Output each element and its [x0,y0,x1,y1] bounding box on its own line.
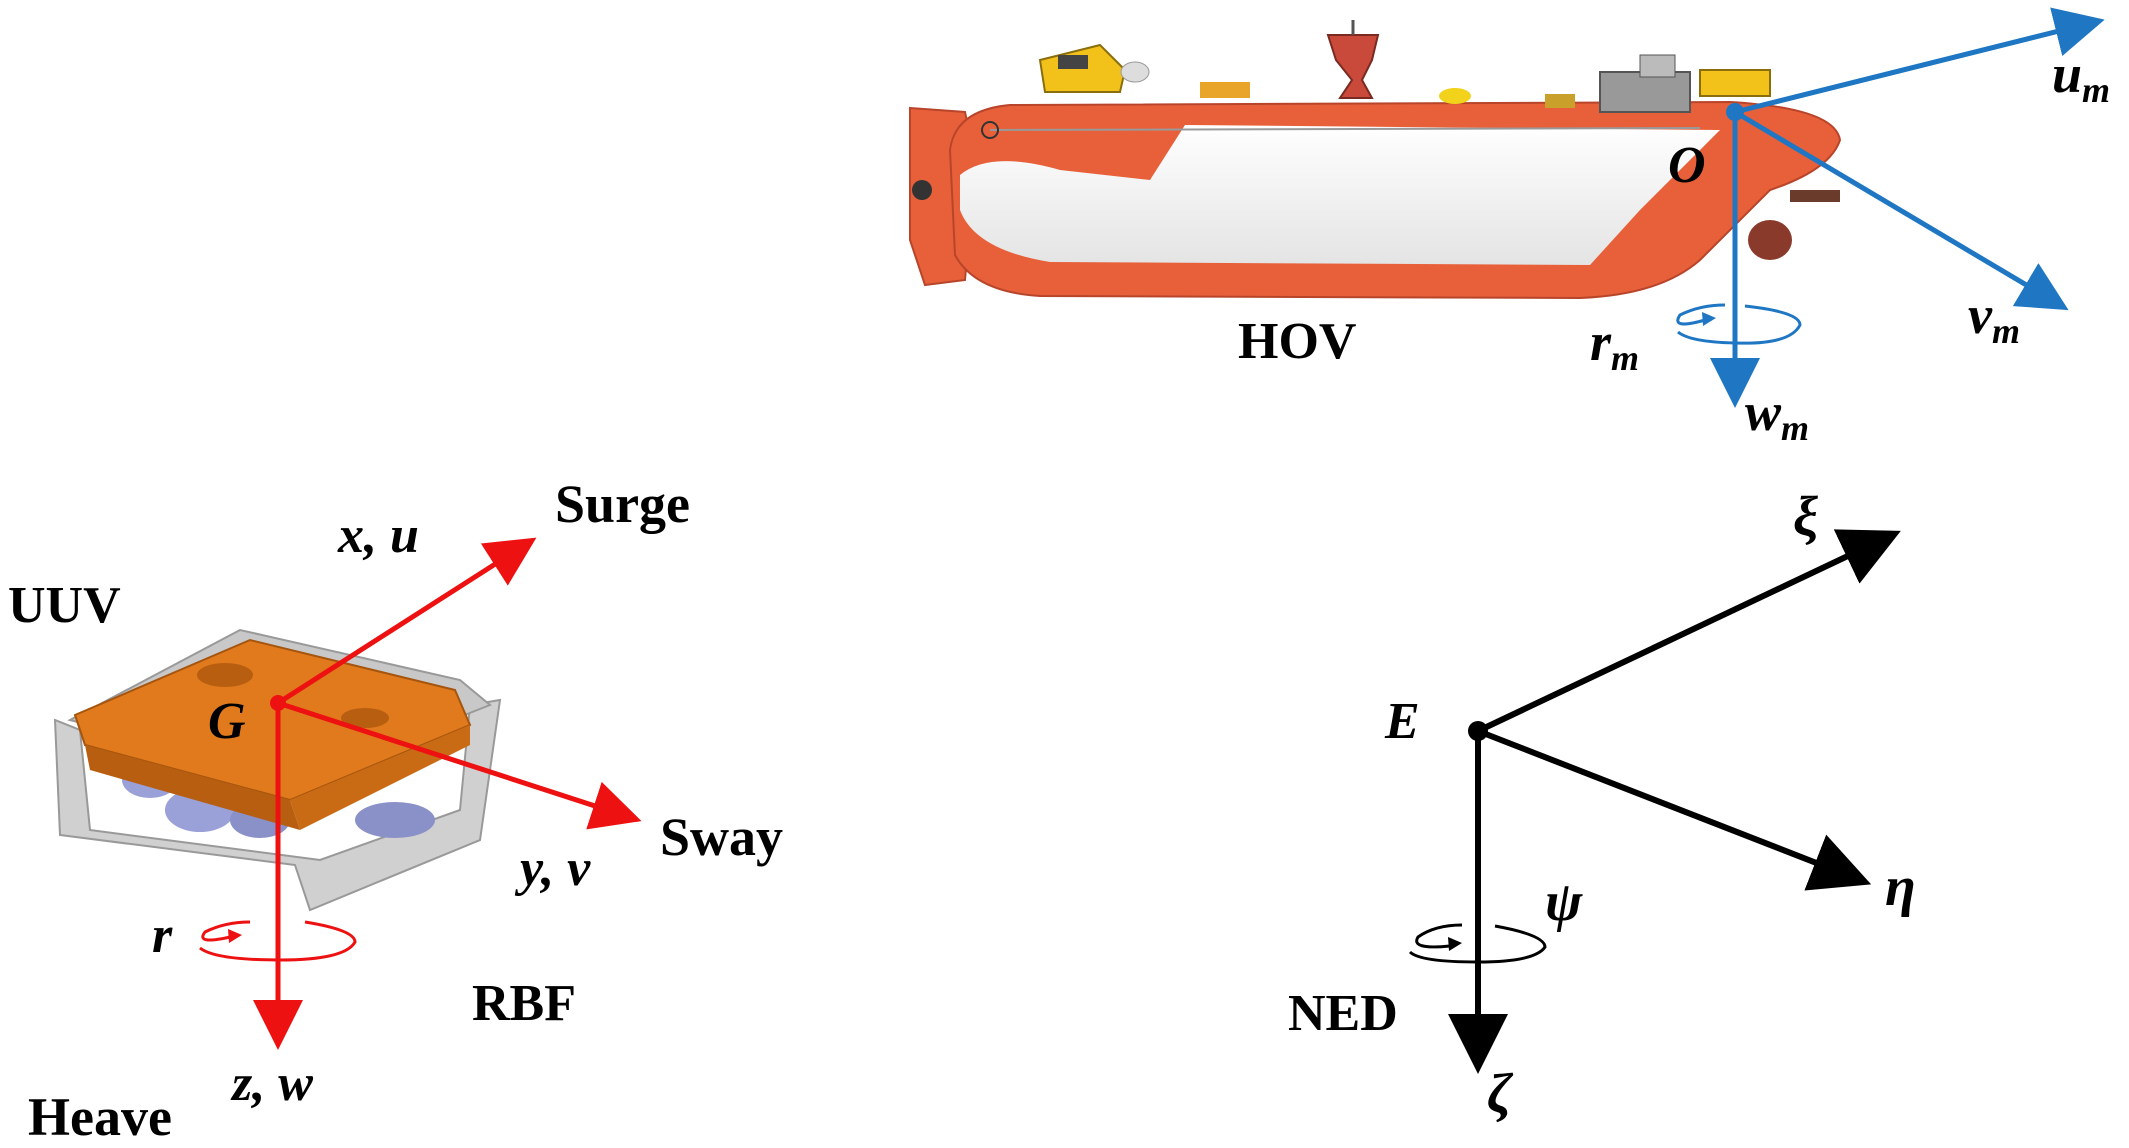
uuv-r-rotation-arrow [199,920,357,962]
ned-psi-label: ψ [1545,871,1583,933]
uuv-label: UUV [8,577,121,634]
hov-origin-point [1726,103,1744,121]
uuv-origin-label: G [208,693,246,750]
uuv-x-axis [276,537,537,706]
uuv-origin-point [270,695,286,711]
uuv-y-axis-label: y, v [514,840,591,897]
ned-axes [1408,529,1901,1074]
hov-r-rotation-arrow [1676,303,1802,345]
hov-v-label: vm [1968,285,2020,351]
hov-u-axis [1734,7,2105,115]
ned-xi-label: ξ [1793,486,1818,548]
ned-origin-point [1468,721,1488,741]
ned-origin-label: E [1384,693,1420,750]
ned-zeta-label: ζ [1487,1063,1514,1125]
hov-label: HOV [1238,313,1356,370]
uuv-heave-label: Heave [28,1087,172,1147]
hov-axes [1676,7,2105,408]
ned-psi-rotation-arrow [1408,923,1547,964]
uuv-y-axis [277,700,642,830]
uuv-illustration [53,628,502,912]
hov-origin-label: O [1668,137,1706,194]
hov-v-axis [1733,109,2069,311]
ned-eta-label: η [1885,856,1916,918]
ned-frame-label: NED [1288,985,1398,1042]
hov-w-label: wm [1745,382,1809,448]
uuv-z-axis-label: z, w [230,1055,313,1112]
ned-xi-axis [1476,529,1901,734]
ned-eta-axis [1476,728,1872,891]
uuv-sway-label: Sway [660,807,783,867]
uuv-x-axis-label: x, u [337,507,419,564]
uuv-r-label: r [152,907,173,964]
hov-r-label: rm [1590,312,1639,378]
hov-ship-illustration [909,20,1842,300]
uuv-axes [199,537,642,1050]
uuv-frame-label: RBF [472,975,576,1032]
uuv-surge-label: Surge [555,474,690,534]
hov-u-label: um [2052,44,2110,110]
